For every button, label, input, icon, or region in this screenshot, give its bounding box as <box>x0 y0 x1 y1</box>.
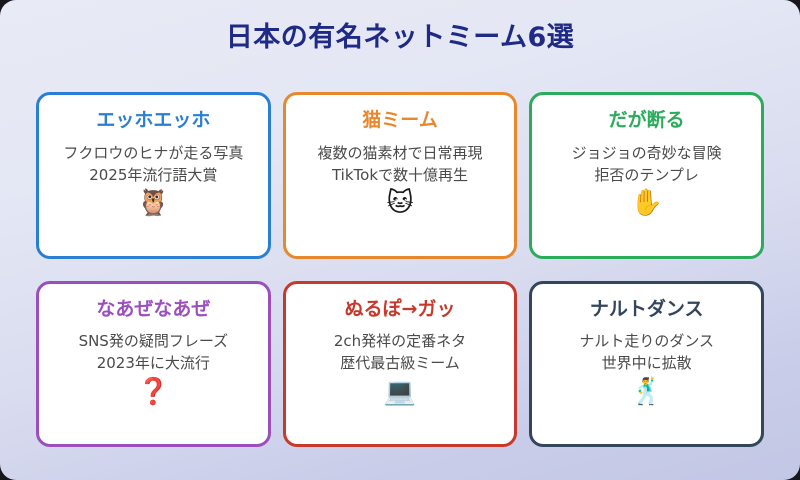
meme-card-line-1: 2ch発祥の定番ネタ <box>333 332 467 351</box>
meme-card-title: なあぜなあぜ <box>96 297 211 320</box>
meme-card-line-1: 複数の猫素材で日常再現 <box>317 143 483 162</box>
meme-card: なあぜなあぜ SNS発の疑問フレーズ 2023年に大流行 ❓ <box>36 280 271 447</box>
meme-card-description: ジョジョの奇妙な冒険 拒否のテンプレ <box>572 143 722 187</box>
meme-card-title: ぬるぽ→ガッ <box>344 297 456 320</box>
meme-card: 猫ミーム 複数の猫素材で日常再現 TikTokで数十億再生 🐱 <box>282 92 518 259</box>
meme-card-line-1: フクロウのヒナが走る写真 <box>63 143 244 162</box>
meme-card-line-1: ジョジョの奇妙な冒険 <box>571 143 722 162</box>
meme-card-title: 猫ミーム <box>362 109 438 131</box>
meme-card-line-2: 2025年流行語大賞 <box>89 165 218 184</box>
meme-card-description: ナルト走りのダンス 世界中に拡散 <box>579 331 714 375</box>
meme-card-line-2: TikTokで数十億再生 <box>331 165 469 184</box>
meme-card-line-2: 歴代最古級ミーム <box>340 354 460 373</box>
meme-card: エッホエッホ フクロウのヒナが走る写真 2025年流行語大賞 🦉 <box>36 92 271 259</box>
meme-card: ナルトダンス ナルト走りのダンス 世界中に拡散 🕺 <box>529 280 764 447</box>
meme-card-title: だが断る <box>608 109 685 131</box>
meme-card-line-1: SNS発の疑問フレーズ <box>78 332 229 351</box>
meme-card-line-2: 拒否のテンプレ <box>594 165 699 184</box>
meme-card-title: ナルトダンス <box>589 297 704 320</box>
meme-card-line-1: ナルト走りのダンス <box>579 332 715 351</box>
meme-card-description: 2ch発祥の定番ネタ 歴代最古級ミーム <box>334 331 466 375</box>
meme-card-description: 複数の猫素材で日常再現 TikTokで数十億再生 <box>317 143 482 187</box>
cat-face-icon: 🐱 <box>386 188 414 219</box>
page-title: 日本の有名ネットミーム6選 <box>225 22 575 53</box>
raised-hand-icon: ✋ <box>630 188 663 219</box>
meme-card: だが断る ジョジョの奇妙な冒険 拒否のテンプレ ✋ <box>529 92 764 259</box>
meme-card-grid: エッホエッホ フクロウのヒナが走る写真 2025年流行語大賞 🦉 猫ミーム 複数… <box>36 92 764 447</box>
dancer-icon: 🕺 <box>630 376 663 407</box>
question-mark-icon: ❓ <box>137 376 170 407</box>
laptop-icon: 💻 <box>383 376 417 407</box>
meme-card-title: エッホエッホ <box>96 109 211 131</box>
meme-card-line-2: 世界中に拡散 <box>601 354 692 373</box>
meme-card: ぬるぽ→ガッ 2ch発祥の定番ネタ 歴代最古級ミーム 💻 <box>282 280 518 447</box>
meme-card-line-2: 2023年に大流行 <box>96 354 210 373</box>
meme-card-description: SNS発の疑問フレーズ 2023年に大流行 <box>79 331 229 375</box>
owl-icon: 🦉 <box>137 188 170 219</box>
meme-card-description: フクロウのヒナが走る写真 2025年流行語大賞 <box>63 143 243 187</box>
